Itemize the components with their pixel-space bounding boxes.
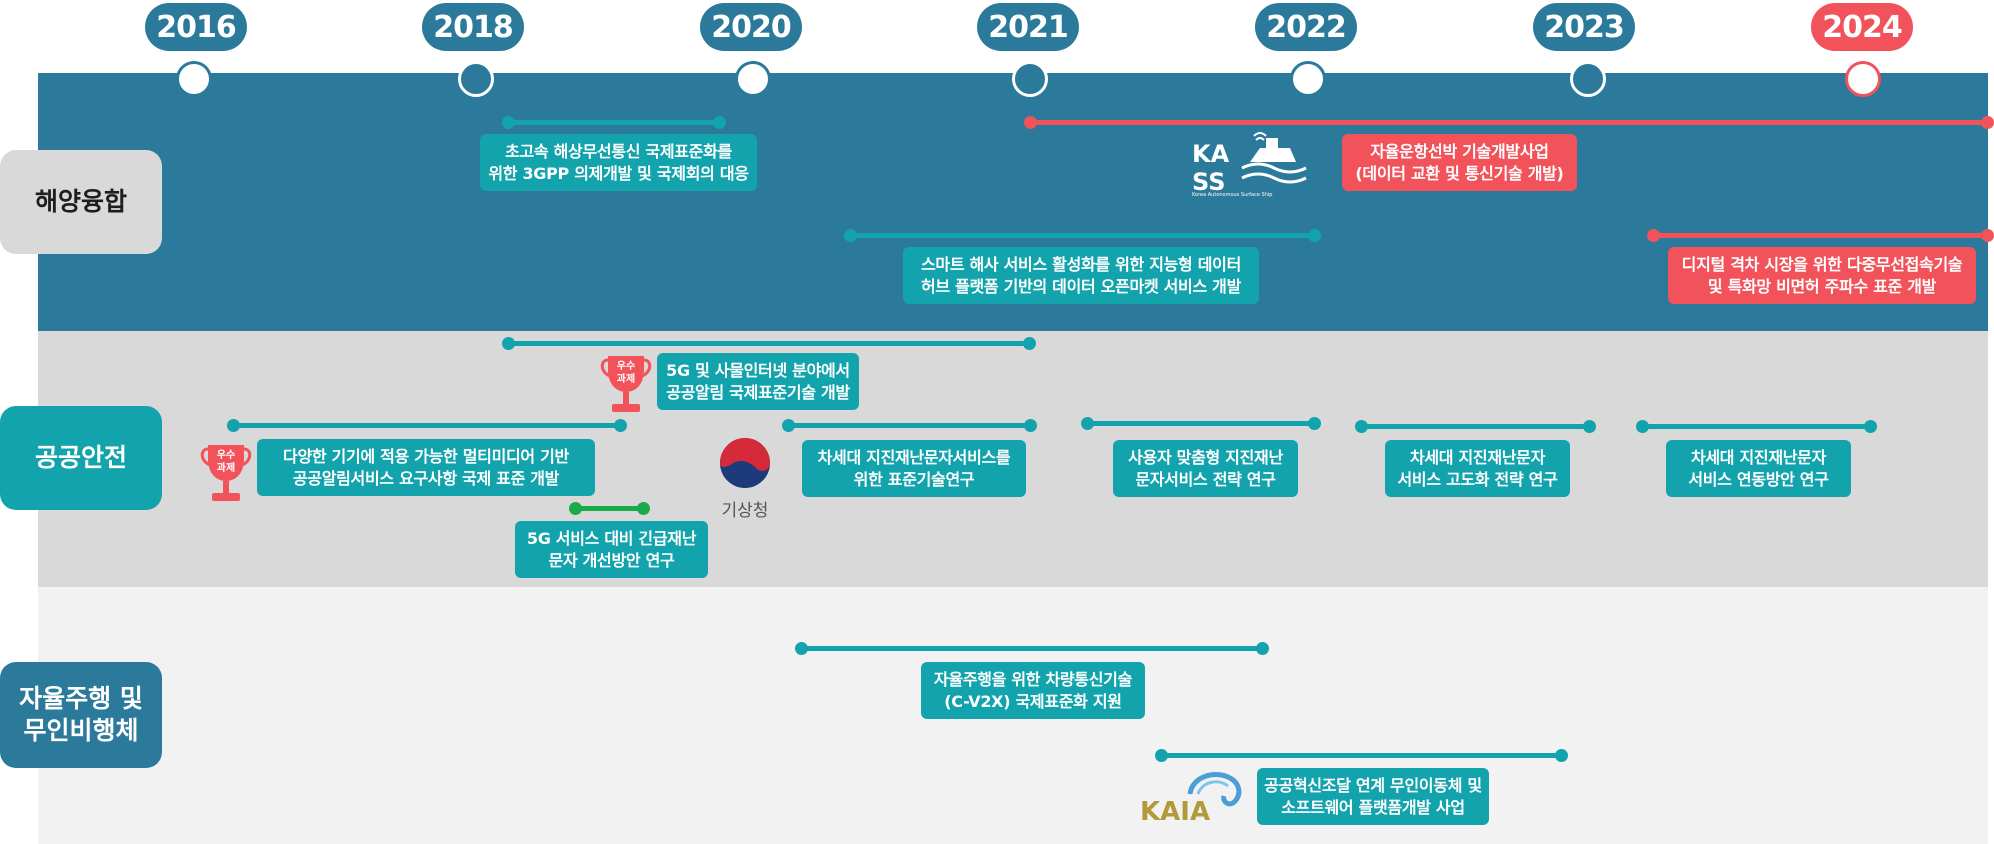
- project-box: 자율주행을 위한 차량통신기술 (C-V2X) 국제표준화 지원: [921, 662, 1145, 719]
- node-2022: [1290, 61, 1326, 97]
- category-safety: 공공안전: [0, 406, 162, 510]
- node-2018: [458, 61, 494, 97]
- node-2021: [1012, 61, 1048, 97]
- award-label-top: 우수: [617, 360, 635, 372]
- kass-letters-top: KA: [1192, 140, 1230, 168]
- timeline-bar: [502, 337, 1036, 350]
- timeline-bar: [1647, 229, 1994, 242]
- project-box: 자율운항선박 기술개발사업 (데이터 교환 및 통신기술 개발): [1342, 134, 1577, 191]
- project-box: 차세대 지진재난문자서비스를 위한 표준기술연구: [802, 440, 1026, 497]
- category-autonomous: 자율주행 및 무인비행체: [0, 662, 162, 768]
- timeline-bar: [1355, 420, 1596, 433]
- project-box: 사용자 맞춤형 지진재난 문자서비스 전략 연구: [1113, 440, 1298, 497]
- kass-logo: KA SS Korea Autonomous Surface Ship: [1192, 132, 1307, 198]
- project-box: 다양한 기기에 적용 가능한 멀티미디어 기반 공공알림서비스 요구사항 국제 …: [257, 439, 595, 496]
- year-2023: 2023: [1533, 3, 1635, 51]
- timeline-bar: [1081, 417, 1321, 430]
- node-2020: [735, 61, 771, 97]
- year-2024: 2024: [1811, 3, 1913, 51]
- timeline-bar: [844, 229, 1321, 242]
- project-box: 공공혁신조달 연계 무인이동체 및 소프트웨어 플랫폼개발 사업: [1257, 768, 1489, 825]
- node-2023: [1570, 61, 1606, 97]
- timeline-bar: [795, 642, 1269, 655]
- kaia-label: KAIA: [1140, 797, 1210, 826]
- timeline-bar: [1155, 749, 1568, 762]
- kma-label: 기상청: [722, 501, 769, 520]
- timeline-bar: [502, 116, 726, 129]
- timeline-bar: [227, 419, 627, 432]
- trophy-icon: 우수 과제: [200, 445, 252, 501]
- award-label-top: 우수: [217, 449, 235, 461]
- year-2016: 2016: [145, 3, 247, 51]
- year-2020: 2020: [700, 3, 802, 51]
- kaia-logo: KAIA: [1140, 772, 1242, 826]
- timeline-bar: [1024, 116, 1994, 129]
- project-box: 차세대 지진재난문자 서비스 연동방안 연구: [1666, 440, 1851, 497]
- kma-logo: 기상청: [720, 438, 770, 520]
- timeline-bar: [569, 502, 650, 515]
- node-2024: [1845, 61, 1881, 97]
- kass-subtitle: Korea Autonomous Surface Ship: [1192, 192, 1272, 198]
- year-2022: 2022: [1255, 3, 1357, 51]
- trophy-icon: 우수 과제: [600, 356, 652, 412]
- project-box: 초고속 해상무선통신 국제표준화를 위한 3GPP 의제개발 및 국제회의 대응: [480, 134, 757, 191]
- project-box: 5G 서비스 대비 긴급재난 문자 개선방안 연구: [515, 521, 708, 578]
- node-2016: [176, 61, 212, 97]
- project-box: 5G 및 사물인터넷 분야에서 공공알림 국제표준기술 개발: [657, 353, 859, 410]
- category-marine: 해양융합: [0, 150, 162, 254]
- award-label-bottom: 과제: [617, 372, 635, 385]
- project-box: 차세대 지진재난문자 서비스 고도화 전략 연구: [1385, 440, 1570, 497]
- award-label-bottom: 과제: [217, 461, 235, 474]
- year-2018: 2018: [422, 3, 524, 51]
- kass-letters-bottom: SS: [1192, 168, 1226, 196]
- timeline-bar: [1636, 420, 1877, 433]
- year-2021: 2021: [977, 3, 1079, 51]
- timeline-bar: [782, 419, 1037, 432]
- project-box: 스마트 해사 서비스 활성화를 위한 지능형 데이터 허브 플랫폼 기반의 데이…: [903, 247, 1259, 304]
- project-box: 디지털 격차 시장을 위한 다중무선접속기술 및 특화망 비면허 주파수 표준 …: [1668, 247, 1976, 304]
